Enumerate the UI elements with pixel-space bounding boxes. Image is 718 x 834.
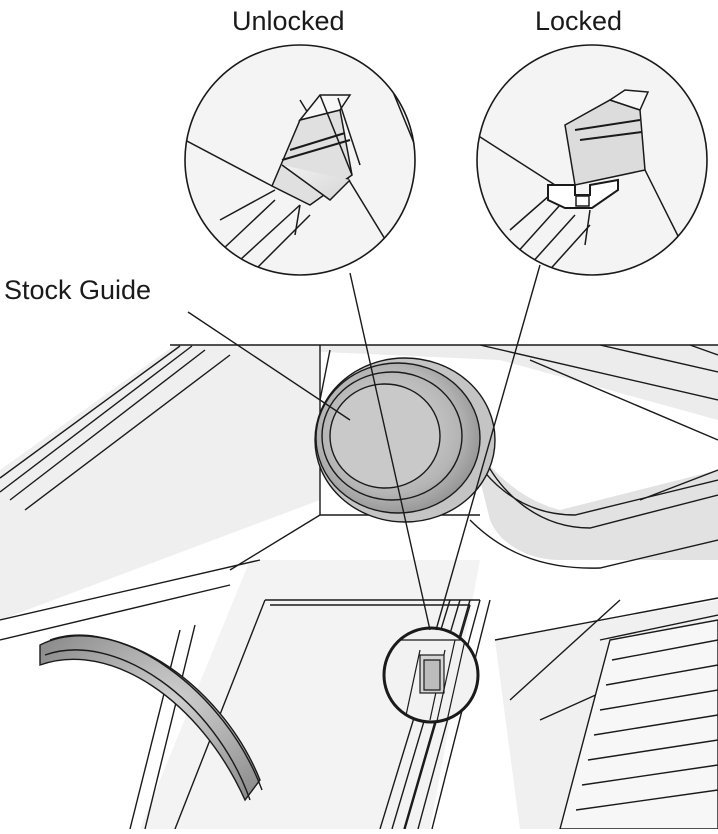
locked-label: Locked bbox=[535, 6, 623, 36]
unlocked-label: Unlocked bbox=[232, 6, 345, 36]
zoom-circle-unlocked bbox=[184, 44, 416, 276]
stock-guide-hub bbox=[314, 349, 496, 523]
leader-lines bbox=[187, 264, 541, 631]
spindle-hub-left bbox=[39, 634, 263, 802]
zoom-circle-locked bbox=[476, 44, 708, 276]
stock-guide-label: Stock Guide bbox=[4, 275, 152, 305]
ribbed-plate bbox=[559, 619, 718, 830]
latch-detail-small bbox=[382, 626, 480, 724]
